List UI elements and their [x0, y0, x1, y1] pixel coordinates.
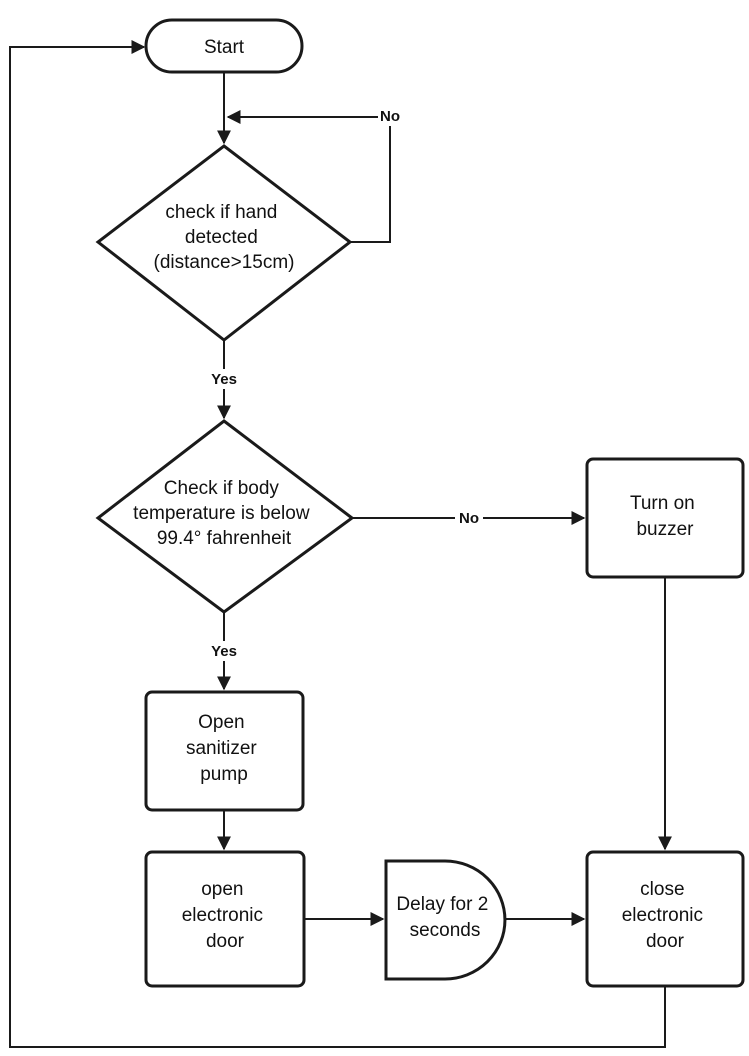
edges — [9, 40, 672, 1048]
node-close-door: close electronic door — [585, 850, 745, 988]
pump-label: Open sanitizer pump — [186, 712, 262, 785]
check-hand-decision-shape — [95, 144, 353, 342]
close-door-label: close electronic door — [622, 879, 709, 952]
node-check-hand: check if hand detected (distance>15cm) — [95, 144, 353, 342]
node-check-temp: Check if body temperature is below 99.4°… — [95, 419, 355, 614]
node-text-line: Start — [204, 37, 245, 58]
edge-close-door-to-start — [9, 40, 666, 1048]
node-text-line: sanitizer — [186, 738, 257, 759]
open-door-label: open electronic door — [182, 879, 269, 952]
node-text-line: close — [640, 879, 684, 900]
delay-label: Delay for 2 seconds — [396, 894, 493, 941]
edge-label-temp-no: No — [459, 510, 479, 527]
buzzer-process-shape — [585, 457, 745, 579]
start-label: Start — [204, 37, 245, 58]
buzzer-label: Turn on buzzer — [630, 493, 700, 540]
label-bg — [378, 106, 402, 126]
close-door-process-shape — [585, 850, 745, 988]
open-door-process-shape — [144, 850, 306, 988]
node-text-line: check if hand — [165, 202, 277, 223]
edge-label-temp-yes: Yes — [211, 643, 237, 660]
check-temp-label: Check if body temperature is below 99.4°… — [133, 478, 315, 549]
node-pump: Open sanitizer pump — [144, 690, 305, 812]
node-start: Start — [144, 18, 304, 74]
start-terminal-shape — [144, 18, 304, 74]
node-text-line: Turn on — [630, 493, 695, 514]
node-text-line: Check if body — [164, 478, 280, 499]
pump-process-shape — [144, 690, 305, 812]
label-bg — [206, 369, 242, 389]
node-text-line: (distance>15cm) — [154, 252, 295, 273]
node-text-line: open — [201, 879, 243, 900]
node-text-line: electronic — [622, 905, 703, 926]
node-delay: Delay for 2 seconds — [384, 859, 507, 981]
node-buzzer: Turn on buzzer — [585, 457, 745, 579]
node-text-line: pump — [200, 764, 248, 785]
node-text-line: 99.4° fahrenheit — [157, 528, 292, 549]
node-text-line: detected — [185, 227, 258, 248]
node-text-line: temperature is below — [133, 503, 310, 524]
edge-labels: No Yes No Yes — [206, 106, 483, 661]
node-text-line: door — [646, 931, 685, 952]
node-text-line: electronic — [182, 905, 263, 926]
node-text-line: Delay for 2 — [396, 894, 488, 915]
check-temp-decision-shape — [95, 419, 355, 614]
label-bg — [455, 508, 483, 528]
label-bg — [206, 641, 242, 661]
delay-shape — [384, 859, 507, 981]
node-text-line: Open — [198, 712, 244, 733]
edge-label-hand-yes: Yes — [211, 371, 237, 388]
node-open-door: open electronic door — [144, 850, 306, 988]
node-text-line: door — [206, 931, 245, 952]
check-hand-label: check if hand detected (distance>15cm) — [154, 202, 295, 273]
node-text-line: seconds — [410, 920, 481, 941]
edge-label-hand-no: No — [380, 108, 400, 125]
node-text-line: buzzer — [636, 519, 694, 540]
edge-check-hand-no-loop — [226, 110, 391, 243]
